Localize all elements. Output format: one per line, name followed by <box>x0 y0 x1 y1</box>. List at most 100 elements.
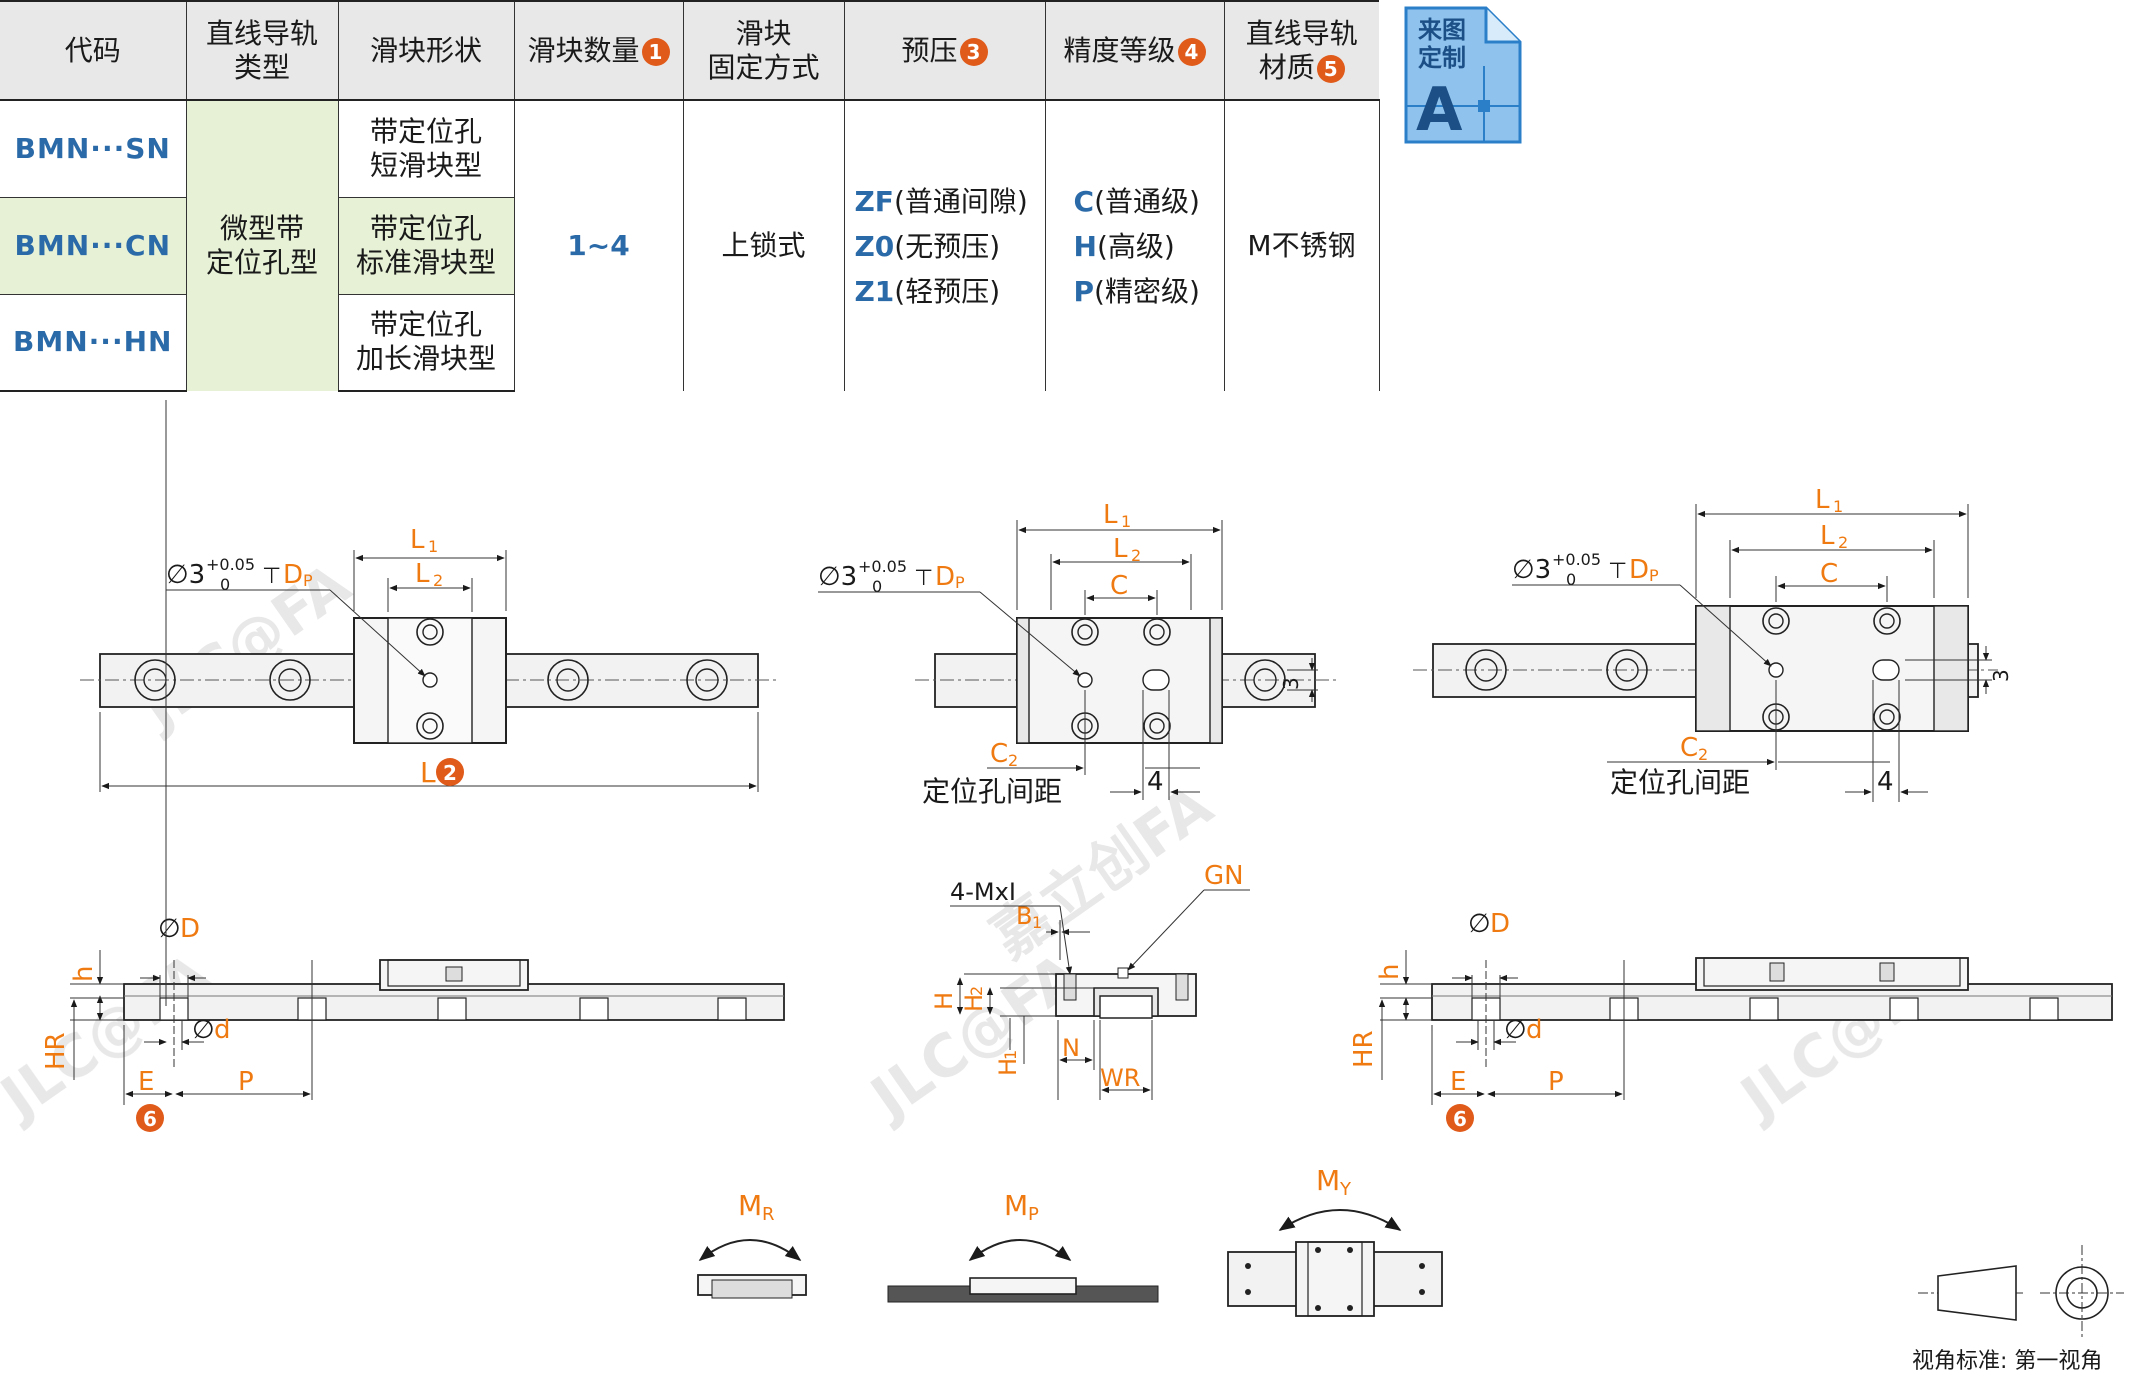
table-row: BMN···SN 微型带 定位孔型 带定位孔 短滑块型 1~4 上锁式 ZF(普… <box>0 100 1380 391</box>
table-row: BMN···CN 带定位孔 标准滑块型 <box>0 197 1379 295</box>
code-cn: BMN···CN <box>0 197 187 295</box>
svg-text:+0.05: +0.05 <box>1552 550 1601 569</box>
svg-text:d: d <box>214 1015 231 1045</box>
custom-drawing-icon: 来图 定制 A <box>1404 6 1522 145</box>
svg-text:h: h <box>69 966 99 982</box>
svg-text:L: L <box>1820 521 1835 551</box>
svg-text:P: P <box>1548 1067 1564 1097</box>
projection-note: 视角标准: 第一视角 <box>1912 1349 2102 1374</box>
badge-3: 3 <box>959 37 988 66</box>
header-rail-type: 直线导轨 类型 <box>185 0 339 101</box>
accuracy-h: H(高级) <box>1073 229 1175 263</box>
svg-text:C: C <box>1820 559 1838 589</box>
svg-text:∅: ∅ <box>1504 1015 1527 1045</box>
svg-text:L: L <box>1113 534 1128 564</box>
svg-text:E: E <box>138 1067 154 1097</box>
custom-badge-line2: 定制 <box>1418 44 1466 72</box>
preload-cell: ZF(普通间隙) Z0(无预压) Z1(轻预压) <box>843 100 1046 391</box>
svg-text:2: 2 <box>1698 745 1708 764</box>
svg-text:∅: ∅ <box>1468 909 1491 939</box>
svg-text:1: 1 <box>1833 497 1843 516</box>
accuracy-c: C(普通级) <box>1073 184 1200 218</box>
technical-drawings: JLC@FA 嘉立创FA JLC@FA 嘉立创FA JLC@FA JLC@FA … <box>0 400 2124 1374</box>
block-shape-short: 带定位孔 短滑块型 <box>337 100 515 198</box>
svg-text:H: H <box>960 994 988 1012</box>
svg-text:E: E <box>1450 1067 1466 1097</box>
svg-text:4: 4 <box>1147 767 1164 797</box>
svg-text:L: L <box>415 559 430 589</box>
svg-text:3: 3 <box>1989 669 2013 682</box>
svg-text:R: R <box>762 1204 775 1225</box>
svg-text:6: 6 <box>143 1107 157 1131</box>
svg-text:HR: HR <box>1349 1030 1379 1068</box>
header-fixing-method: 滑块 固定方式 <box>682 0 845 101</box>
svg-text:GN: GN <box>1204 861 1244 891</box>
svg-text:JLC@FA: JLC@FA <box>126 550 362 744</box>
code-hn: BMN···HN <box>0 294 187 392</box>
block-shape-long: 带定位孔 加长滑块型 <box>337 294 515 392</box>
header-block-shape: 滑块形状 <box>337 0 515 101</box>
svg-text:D: D <box>935 562 955 592</box>
svg-text:3: 3 <box>1279 677 1303 690</box>
svg-text:2: 2 <box>443 761 457 785</box>
badge-1: 1 <box>641 37 670 66</box>
svg-text:L: L <box>410 525 425 555</box>
svg-text:1: 1 <box>428 537 438 556</box>
svg-text:D: D <box>283 560 303 590</box>
svg-text:2: 2 <box>1131 546 1141 565</box>
rail-type-cell: 微型带 定位孔型 <box>185 100 339 391</box>
code-sn: BMN···SN <box>0 100 187 198</box>
svg-text:1: 1 <box>1001 1050 1020 1060</box>
svg-text:C: C <box>990 739 1008 769</box>
svg-text:0: 0 <box>872 577 882 596</box>
custom-badge-letter: A <box>1416 75 1463 145</box>
accuracy-p: P(精密级) <box>1073 274 1200 308</box>
svg-text:P: P <box>303 571 313 590</box>
block-count-cell: 1~4 <box>513 100 684 391</box>
svg-text:D: D <box>180 914 200 944</box>
svg-text:4: 4 <box>1877 767 1894 797</box>
preload-zf: ZF(普通间隙) <box>854 184 1028 218</box>
svg-text:+0.05: +0.05 <box>858 557 907 576</box>
svg-text:D: D <box>1629 555 1649 585</box>
svg-text:⊤: ⊤ <box>1608 559 1627 584</box>
svg-text:h: h <box>1375 964 1405 980</box>
svg-text:1: 1 <box>1121 512 1131 531</box>
svg-text:M: M <box>738 1189 762 1222</box>
svg-text:D: D <box>1490 909 1510 939</box>
svg-text:定位孔间距: 定位孔间距 <box>1610 766 1750 799</box>
svg-text:JLC@FA: JLC@FA <box>0 940 222 1134</box>
custom-badge-line1: 来图 <box>1418 16 1466 44</box>
svg-text:⊤: ⊤ <box>262 564 281 589</box>
svg-text:P: P <box>955 573 965 592</box>
svg-text:N: N <box>1062 1034 1080 1062</box>
svg-text:2: 2 <box>967 986 986 996</box>
svg-text:C: C <box>1110 571 1128 601</box>
svg-text:Y: Y <box>1339 1179 1352 1200</box>
svg-text:HR: HR <box>41 1032 71 1070</box>
svg-text:P: P <box>1649 566 1659 585</box>
svg-text:H: H <box>930 992 958 1010</box>
svg-text:P: P <box>238 1067 254 1097</box>
preload-z0: Z0(无预压) <box>854 229 1001 263</box>
svg-text:2: 2 <box>1838 533 1848 552</box>
svg-text:0: 0 <box>1566 570 1576 589</box>
svg-text:定位孔间距: 定位孔间距 <box>922 775 1062 808</box>
svg-text:4-MxI: 4-MxI <box>950 878 1016 906</box>
badge-5: 5 <box>1316 54 1345 83</box>
svg-text:P: P <box>1028 1204 1039 1225</box>
svg-text:∅3: ∅3 <box>166 560 205 590</box>
svg-text:6: 6 <box>1453 1107 1467 1131</box>
side-view-right: ∅D ∅d E P 6 h HR <box>1349 909 2113 1132</box>
svg-text:2: 2 <box>433 571 443 590</box>
